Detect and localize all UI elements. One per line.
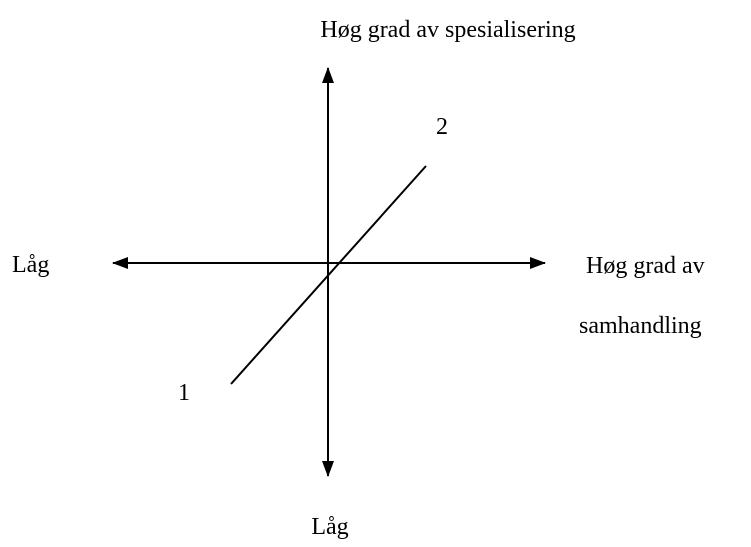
right-axis-label-line1: Høg grad av [586,253,705,279]
left-axis-label: Låg [12,252,49,278]
point-2-label: 2 [436,114,448,140]
right-axis-label-line2: samhandling [579,313,702,339]
diagonal-trend-line [230,165,427,385]
top-axis-label: Høg grad av spesialisering [320,17,575,43]
bottom-axis-label: Låg [311,514,348,540]
point-1-label: 1 [178,380,190,406]
